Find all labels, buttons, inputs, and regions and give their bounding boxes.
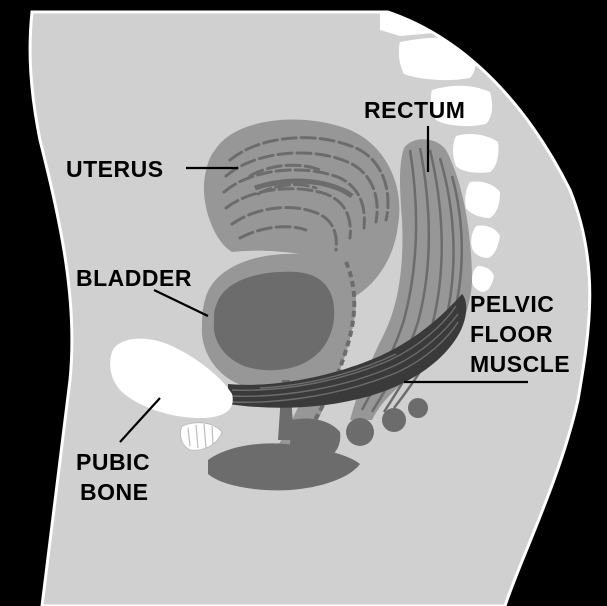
label-pelvic-floor-line1: PELVIC xyxy=(470,291,554,317)
label-rectum: RECTUM xyxy=(364,97,465,123)
label-pubic-bone-line1: PUBIC xyxy=(76,449,150,475)
label-uterus: UTERUS xyxy=(66,156,164,182)
label-pelvic-floor-line2: FLOOR xyxy=(470,321,553,347)
label-pelvic-floor-line3: MUSCLE xyxy=(470,351,570,377)
label-pubic-bone-line2: BONE xyxy=(80,479,148,505)
label-bladder: BLADDER xyxy=(76,265,192,291)
